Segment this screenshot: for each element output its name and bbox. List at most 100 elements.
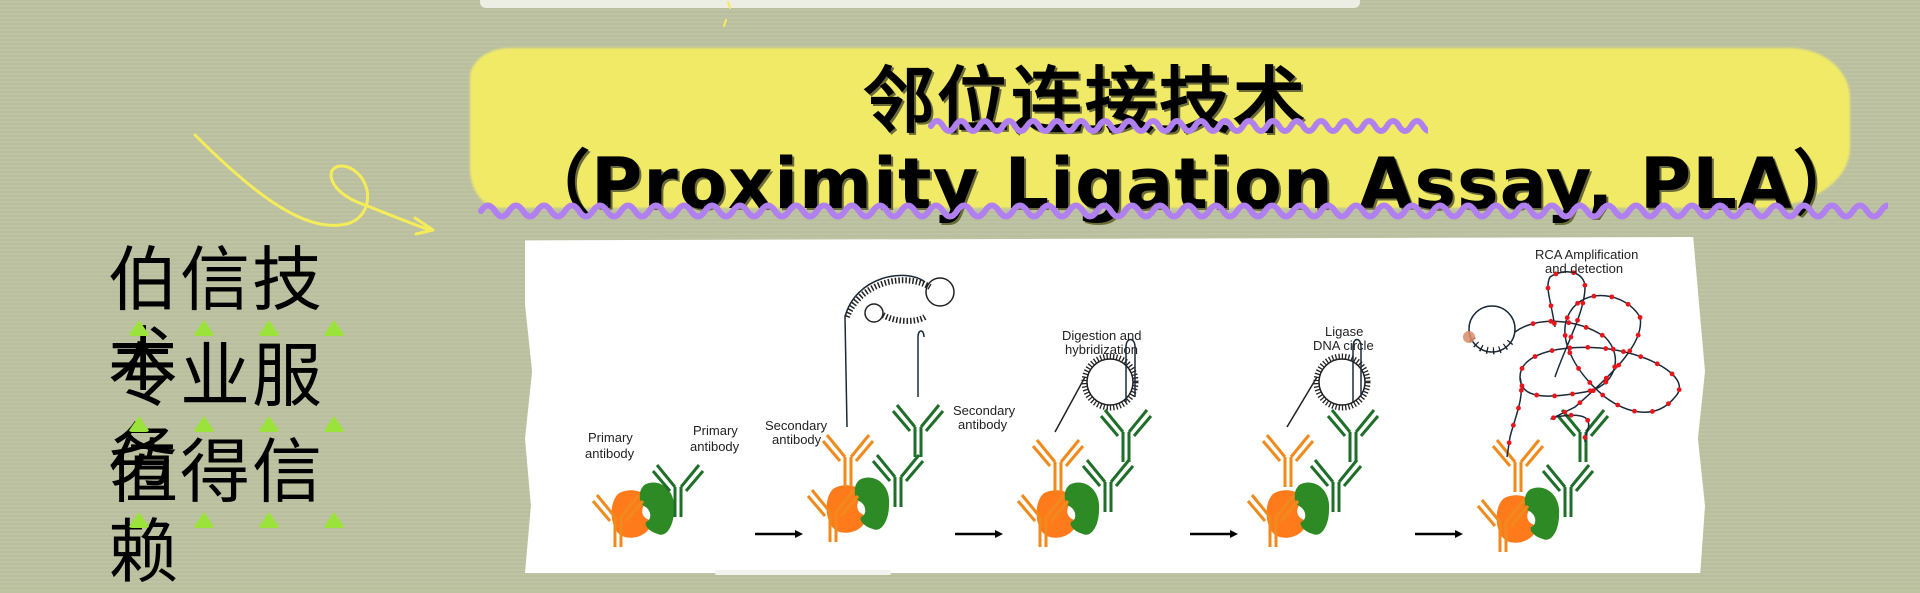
signal-dot [1552,393,1558,399]
triangle-row-3 [108,512,388,528]
label-primary-antibody-right-2: antibody [690,439,740,454]
label-ligase-2: DNA circle [1313,338,1374,353]
triangle-icon [193,416,215,432]
arrow-icon [1413,528,1465,540]
signal-dot [1518,387,1524,393]
step-5-rca-amplification: RCA Amplification and detection [1463,247,1682,554]
label-primary-antibody-right-1: Primary [693,423,738,438]
signal-dot [1603,346,1609,351]
signal-dot [1609,294,1615,300]
signal-dot [1575,317,1580,323]
signal-dot [1616,362,1622,368]
signal-dot [1621,349,1626,355]
slogan-block: 伯信技术 专业服务 值得信赖 [108,239,388,593]
signal-dot [1603,375,1609,381]
signal-dot [1637,315,1643,320]
signal-dot [1510,422,1516,428]
signal-dot [1582,435,1588,440]
signal-dot [1564,315,1570,321]
label-primary-antibody-left-2: antibody [585,446,635,461]
signal-dot [1516,405,1521,411]
label-rca-1: RCA Amplification [1535,247,1638,262]
doodle-arrow-icon [193,133,435,236]
signal-dot [1576,366,1581,371]
signal-dot [1599,332,1605,338]
signal-dot [1638,354,1644,360]
signal-dot [1632,408,1637,414]
signal-dot [1600,392,1606,398]
signal-dot [1580,300,1586,306]
signal-dot [1567,350,1573,356]
signal-dot [1545,285,1551,291]
triangle-icon [323,416,345,432]
label-secondary-antibody-right-1: Secondary [953,403,1016,418]
label-secondary-antibody-left-1: Secondary [765,418,828,433]
signal-dot [1553,271,1559,277]
signal-dot [1506,440,1512,446]
slogan-line-2: 专业服务 [108,335,324,497]
signal-dot [1585,344,1591,350]
slogan-line-1: 伯信技术 [108,239,324,401]
pla-diagram-canvas: Primary antibody Primary antibody Second… [585,247,1682,554]
signal-dot [1567,345,1573,351]
signal-dot [1519,383,1525,389]
label-ligase-1: Ligase [1325,324,1363,339]
signal-dot [1627,348,1633,354]
label-secondary-antibody-right-2: antibody [958,417,1008,432]
signal-dot [1568,334,1574,340]
triangle-row-1 [108,320,388,336]
signal-dot [1549,348,1555,354]
signal-dot [1583,324,1589,330]
signal-dot [1590,388,1596,394]
step-4-ligase-dna-circle: Ligase DNA circle [1246,324,1380,549]
triangle-icon [258,512,280,528]
label-digestion-1: Digestion and [1062,328,1142,343]
triangle-row-2 [108,416,388,432]
signal-dot [1568,412,1574,418]
signal-dot [1570,391,1575,397]
paper-strip-bottom [715,570,891,575]
triangle-icon [258,416,280,432]
signal-dot [1603,379,1609,385]
signal-dot [1625,301,1631,307]
doodle-dash-icon [723,1,731,27]
title-underline-wave-long [478,202,1888,220]
signal-dot [1530,321,1536,327]
fluorophore-icon [1463,331,1475,343]
arrow-icon [953,528,1005,540]
signal-dot [1591,293,1597,299]
triangle-icon [258,320,280,336]
signal-dot [1519,366,1525,371]
signal-dot [1562,333,1568,338]
signal-dot [1587,380,1593,385]
triangle-icon [193,512,215,528]
title-underline-wave-short [928,118,1428,134]
signal-dot [1577,400,1583,406]
signal-dot [1615,402,1621,408]
label-digestion-2: hybridization [1065,342,1138,357]
signal-dot [1635,332,1641,338]
pla-process-diagram: Primary antibody Primary antibody Second… [525,237,1705,573]
signal-dot [1562,409,1568,415]
signal-dot [1669,371,1675,377]
step-1-primary-antibodies: Primary antibody Primary antibody [585,423,740,549]
step-2-secondary-antibodies: Secondary antibody Secondary antibody [765,274,1016,544]
signal-dot [1575,300,1580,306]
signal-dot [1654,361,1660,367]
step-3-digestion-hybridization: Digestion and hybridization [1016,328,1153,549]
signal-dot [1551,415,1556,421]
triangle-icon [323,512,345,528]
signal-dot [1649,409,1655,414]
slogan-line-3: 值得信赖 [108,431,324,593]
signal-dot [1676,387,1682,393]
signal-dot [1571,270,1576,276]
signal-dot [1582,282,1588,288]
paper-strip-top [480,0,1360,8]
signal-dot [1612,364,1618,370]
signal-dot [1585,417,1591,423]
triangle-icon [323,320,345,336]
signal-dot [1551,321,1557,326]
signal-dot [1548,318,1554,324]
signal-dot [1532,354,1538,359]
signal-dot [1666,401,1671,407]
